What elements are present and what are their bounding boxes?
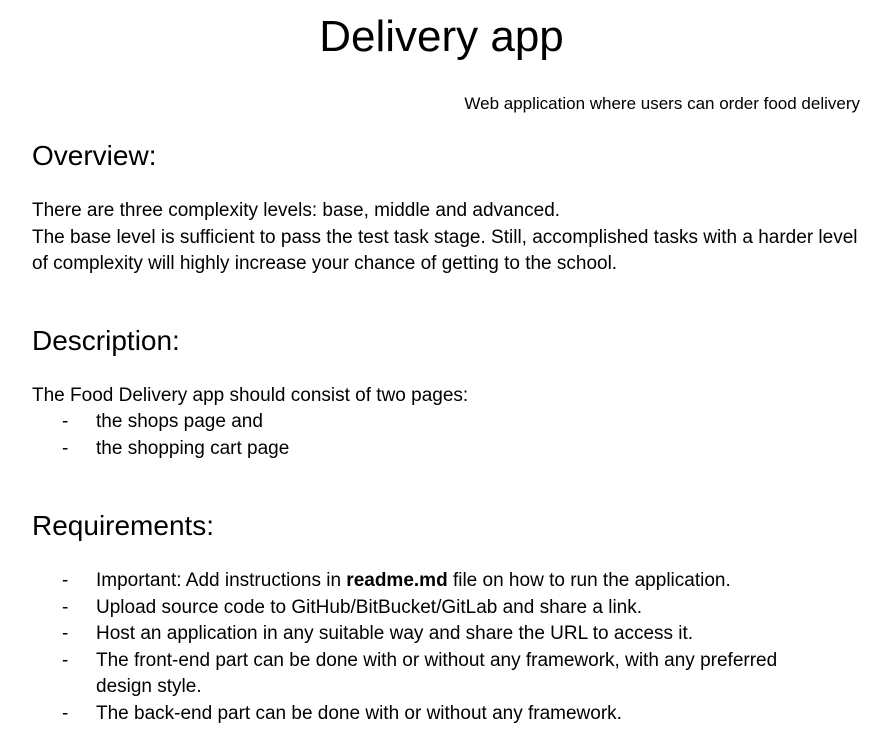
requirements-heading: Requirements:	[32, 510, 215, 541]
overview-heading: Overview:	[32, 140, 157, 171]
list-item-text: Host an application in any suitable way …	[96, 623, 694, 644]
overview-line-2: The base level is sufficient to pass the…	[32, 226, 858, 275]
requirement-text-suffix: file on how to run the application.	[447, 570, 731, 591]
list-item: - The back-end part can be done with or …	[32, 701, 832, 728]
overview-line-1: There are three complexity levels: base,…	[32, 200, 561, 221]
list-item-text: The front-end part can be done with or w…	[96, 649, 778, 698]
bullet-dash: -	[62, 623, 69, 644]
description-list: - the shops page and - the shopping cart…	[32, 409, 832, 462]
list-item: - Host an application in any suitable wa…	[32, 621, 832, 648]
bullet-dash: -	[62, 570, 69, 591]
bullet-dash: -	[62, 411, 69, 432]
list-item-text: The back-end part can be done with or wi…	[96, 702, 622, 724]
list-item-text: the shopping cart page	[96, 437, 290, 459]
bullet-dash: -	[62, 596, 69, 618]
list-item: - the shopping cart page	[32, 436, 832, 463]
bullet-dash: -	[62, 702, 69, 724]
bullet-dash: -	[62, 649, 69, 671]
readme-filename: readme.md	[346, 570, 448, 591]
bullet-dash: -	[62, 437, 69, 459]
description-intro-text: The Food Delivery app should consist of …	[32, 385, 469, 406]
requirements-list: - Important: Add instructions in readme.…	[32, 568, 832, 727]
document-title: Delivery app	[319, 12, 564, 61]
list-item: - Upload source code to GitHub/BitBucket…	[32, 595, 832, 622]
requirement-text-prefix: Important: Add instructions in	[96, 570, 347, 591]
document-subtitle: Web application where users can order fo…	[464, 94, 860, 113]
list-item: - The front-end part can be done with or…	[32, 648, 832, 701]
description-heading: Description:	[32, 325, 180, 356]
list-item-text: the shops page and	[96, 411, 263, 432]
description-intro: The Food Delivery app should consist of …	[32, 383, 862, 410]
overview-text: There are three complexity levels: base,…	[32, 198, 862, 278]
list-item: - Important: Add instructions in readme.…	[32, 568, 832, 595]
list-item: - the shops page and	[32, 409, 832, 436]
list-item-text: Upload source code to GitHub/BitBucket/G…	[96, 596, 643, 618]
